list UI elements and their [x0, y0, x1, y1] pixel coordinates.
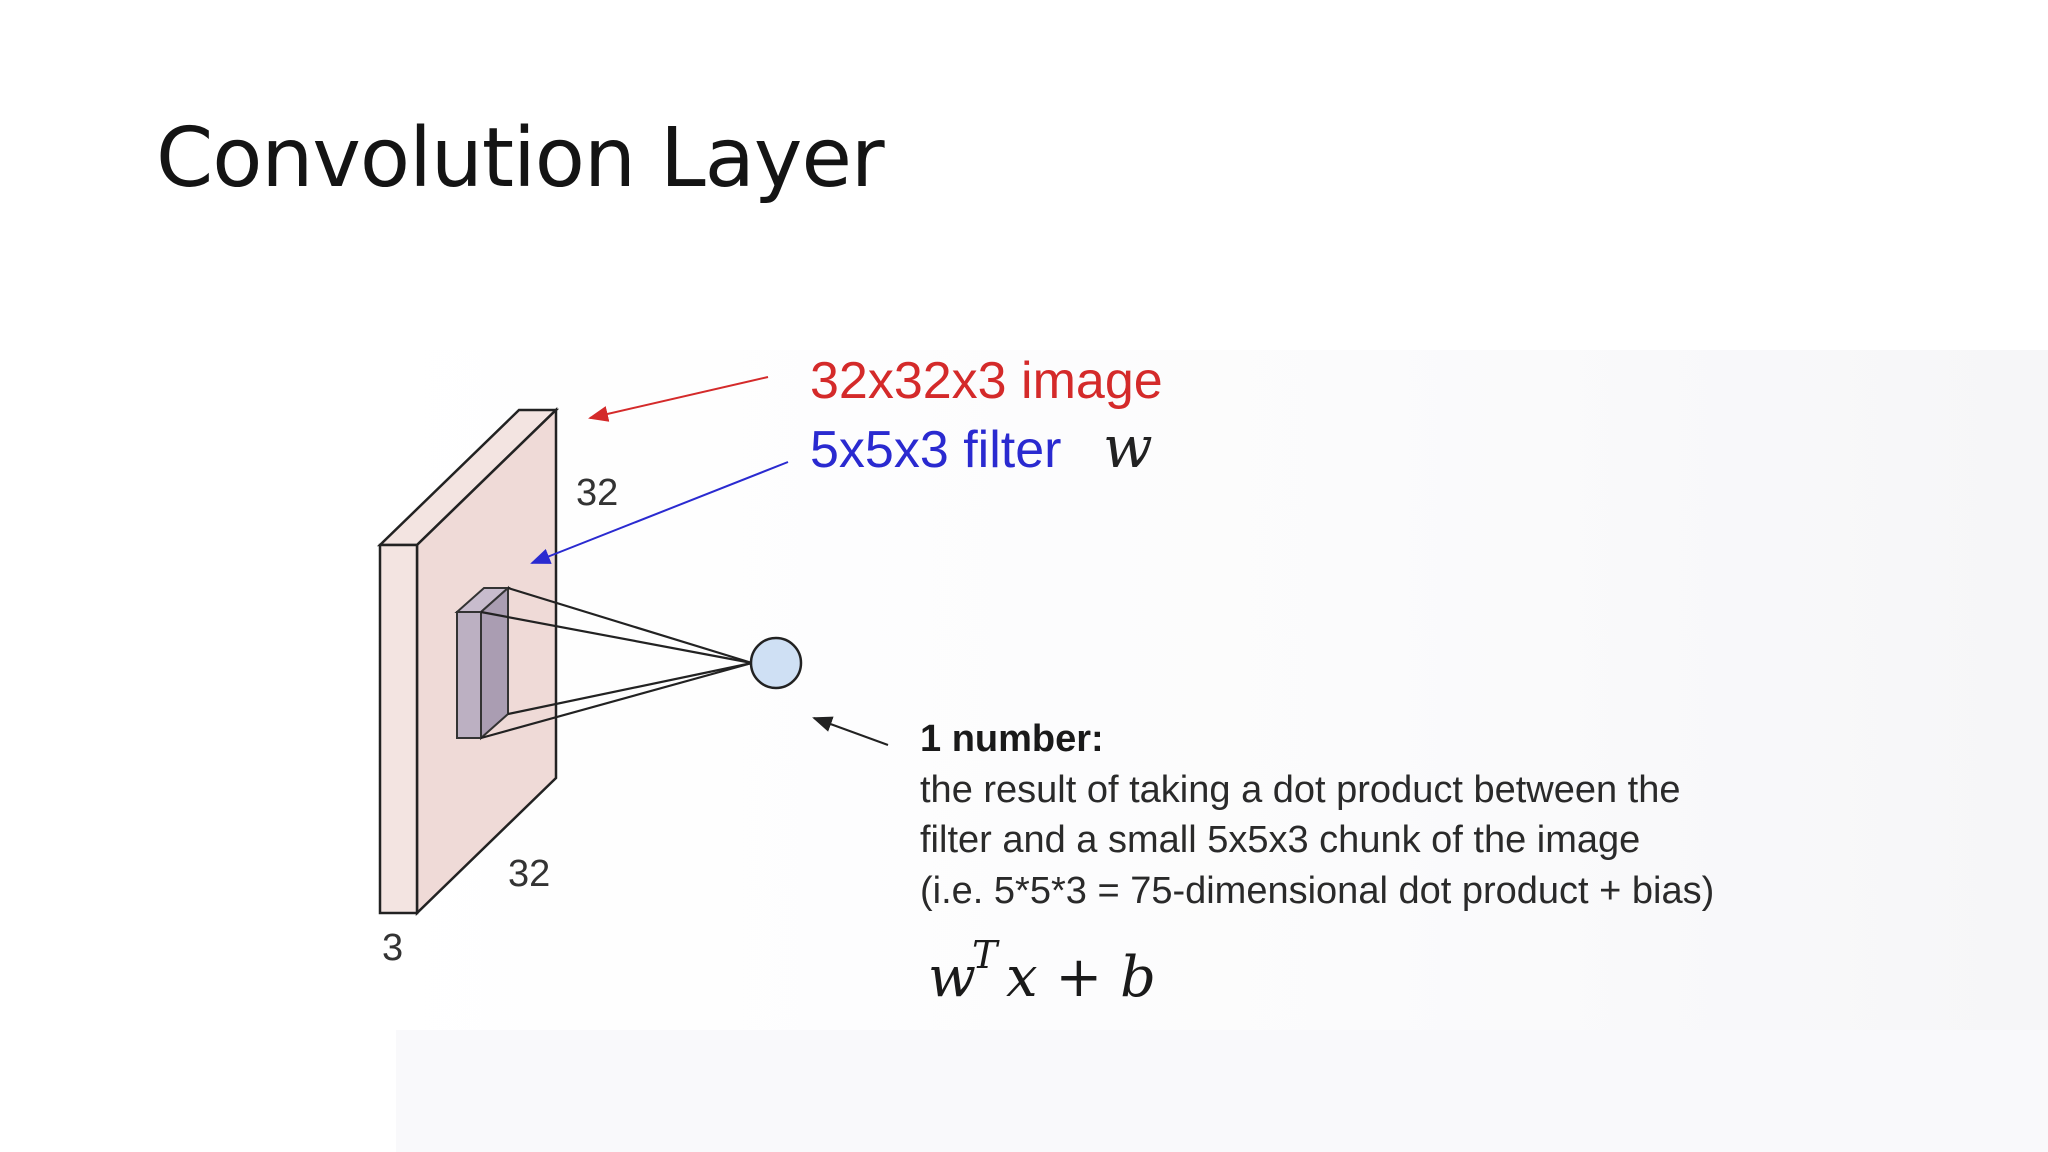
projection-line [480, 610, 753, 665]
output-heading: 1 number: [920, 718, 1104, 760]
projection-line [480, 661, 753, 740]
width-dimension-label: 32 [508, 853, 550, 895]
figure-background-lower [396, 1030, 2048, 1152]
output-description-line-3: (i.e. 5*5*3 = 75-dimensional dot product… [920, 870, 1714, 912]
formula-rest: x + b [1006, 945, 1156, 1010]
filter-side-face [480, 585, 509, 741]
output-neuron [749, 636, 803, 690]
filter-volume [454, 585, 511, 741]
formula-superscript-t: T [972, 933, 1000, 977]
input-volume-front-face [378, 543, 419, 915]
projection-lines [480, 586, 753, 740]
image-label-arrow [588, 376, 769, 422]
projection-line [507, 661, 753, 716]
figure-background [360, 350, 2048, 1152]
output-label-arrow [812, 716, 889, 746]
filter-symbol-w: w [1103, 413, 1153, 481]
filter-front-face [456, 611, 482, 739]
height-dimension-label: 32 [576, 472, 618, 514]
output-description-line-2: filter and a small 5x5x3 chunk of the im… [920, 819, 1640, 861]
output-description-line-1: the result of taking a dot product betwe… [920, 769, 1681, 811]
slide-title: Convolution Layer [156, 111, 885, 206]
formula-w: w [928, 945, 976, 1010]
image-label: 32x32x3 image [810, 352, 1163, 410]
formula: w T x + b [928, 933, 1156, 1010]
filter-label-arrow [530, 461, 789, 564]
depth-dimension-label: 3 [382, 927, 403, 969]
projection-line [507, 586, 753, 665]
filter-label: 5x5x3 filter [810, 421, 1061, 479]
